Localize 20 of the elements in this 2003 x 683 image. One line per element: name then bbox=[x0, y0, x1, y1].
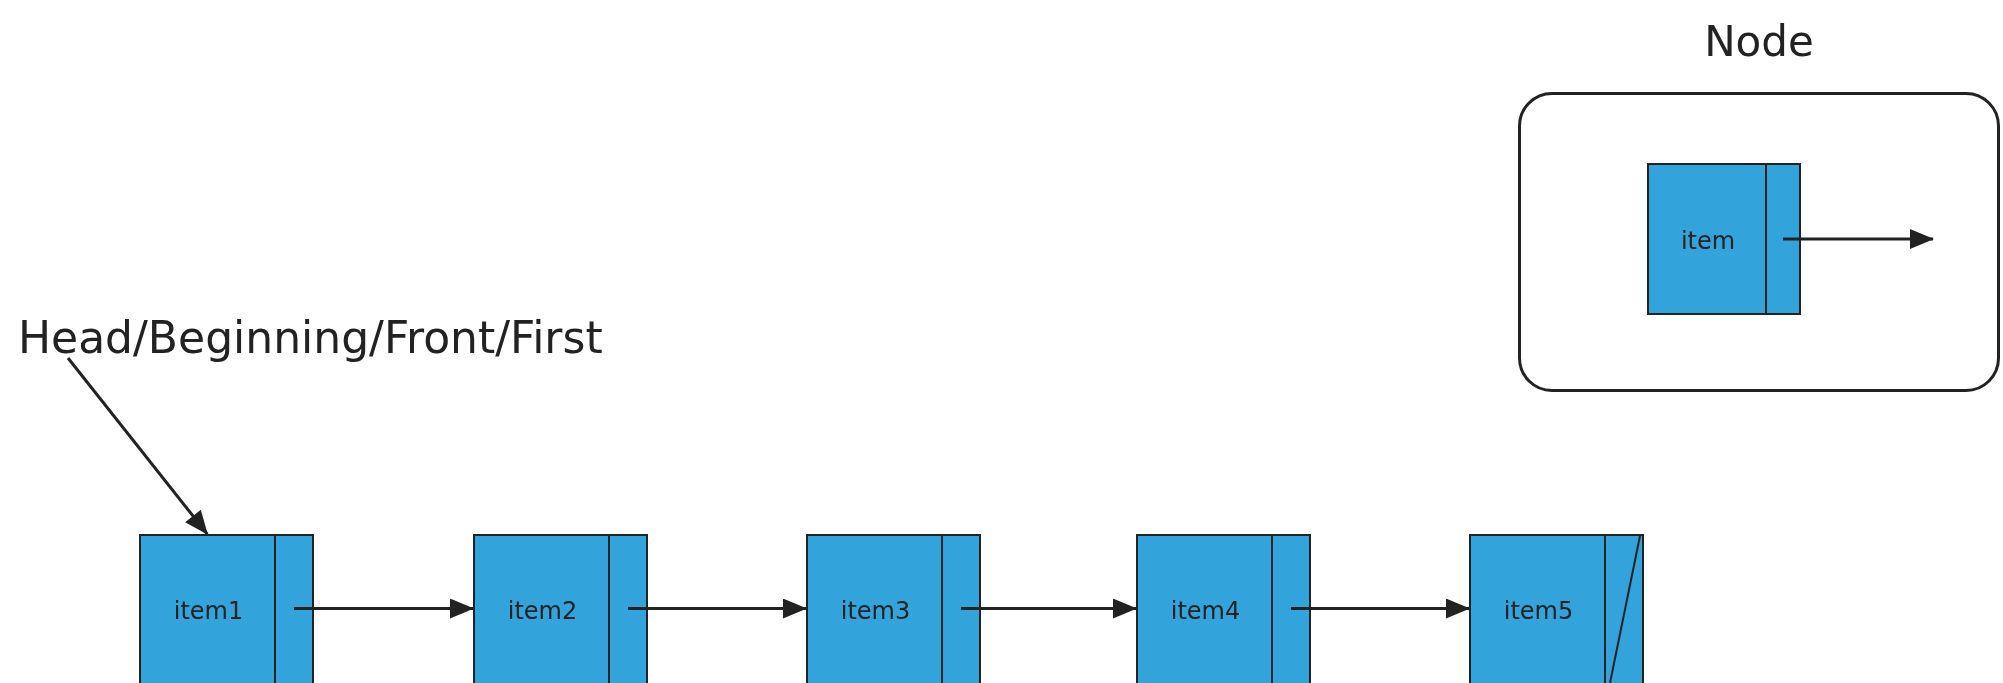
pointer-arrow bbox=[294, 598, 474, 619]
list-node-box bbox=[806, 534, 981, 683]
node-value: item4 bbox=[1170, 596, 1241, 625]
pointer-arrow bbox=[628, 598, 807, 619]
list-node-box bbox=[473, 534, 648, 683]
node-value: item2 bbox=[507, 596, 578, 625]
frame-title: Node bbox=[1703, 17, 1815, 66]
list-node-box bbox=[1136, 534, 1311, 683]
pointer-arrow bbox=[1783, 229, 1934, 249]
pointer-label: Head/Beginning/Front/First bbox=[18, 312, 603, 363]
node-value: item3 bbox=[840, 596, 911, 625]
node-value: item bbox=[1680, 227, 1736, 255]
list-node-box bbox=[1469, 534, 1644, 683]
pointer-arrow bbox=[961, 598, 1137, 619]
list-node-box bbox=[139, 534, 314, 683]
pointer-arrow bbox=[1291, 598, 1470, 619]
node-value: item1 bbox=[173, 596, 244, 625]
leader-arrow bbox=[66, 357, 209, 535]
list-node-box bbox=[1647, 163, 1801, 315]
node-value: item5 bbox=[1503, 596, 1574, 625]
